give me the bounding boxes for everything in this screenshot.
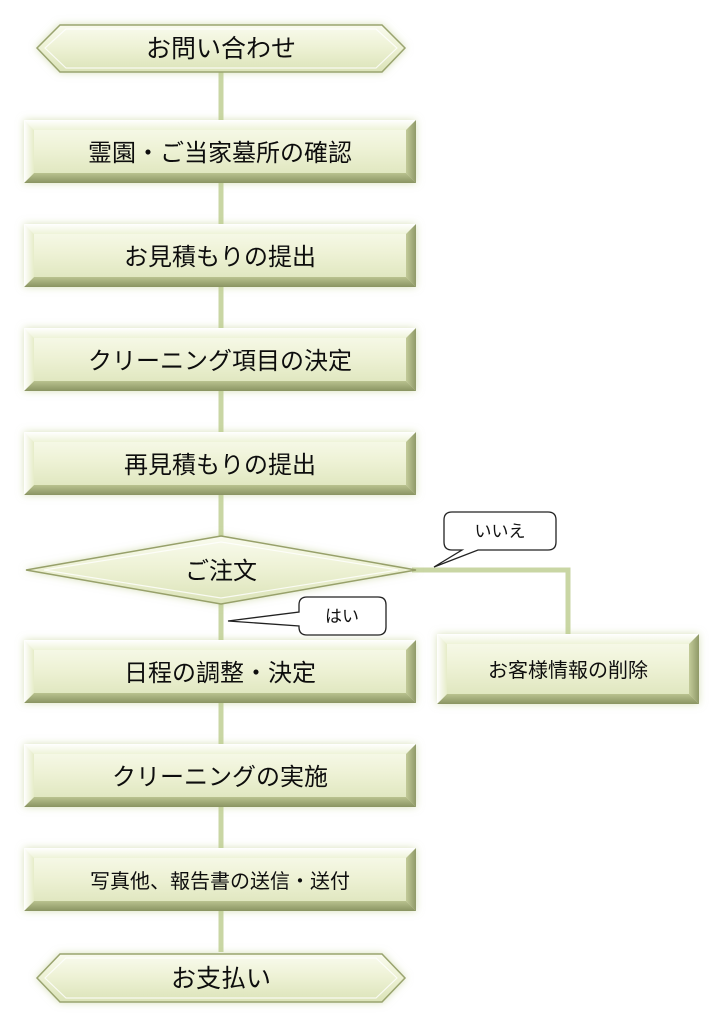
process-box-no-step: お客様情報の削除	[437, 634, 699, 704]
no-label: いいえ	[475, 522, 526, 542]
callout-no: いいえ	[433, 511, 557, 568]
step5-label: 日程の調整・決定	[124, 659, 316, 687]
start-label: お問い合わせ	[146, 34, 296, 63]
decision-diamond: ご注文	[25, 535, 417, 605]
step7-label: 写真他、報告書の送信・送付	[90, 869, 350, 893]
process-box-step7: 写真他、報告書の送信・送付	[24, 848, 416, 911]
process-box-step4: 再見積もりの提出	[24, 432, 416, 495]
callout-yes: はい	[227, 596, 387, 636]
no-step-label: お客様情報の削除	[488, 658, 648, 682]
start-terminator: お問い合わせ	[35, 24, 407, 73]
step2-label: お見積もりの提出	[124, 243, 316, 271]
process-box-step3: クリーニング項目の決定	[24, 328, 416, 391]
step1-label: 霊園・ご当家墓所の確認	[88, 139, 352, 167]
connectors	[218, 72, 571, 952]
process-box-step2: お見積もりの提出	[24, 224, 416, 287]
process-box-step1: 霊園・ご当家墓所の確認	[24, 120, 416, 183]
decision-label: ご注文	[185, 557, 257, 585]
process-box-step6: クリーニングの実施	[24, 744, 416, 807]
end-terminator: お支払い	[35, 953, 407, 1003]
step3-label: クリーニング項目の決定	[88, 347, 352, 375]
step4-label: 再見積もりの提出	[124, 451, 316, 479]
process-box-step5: 日程の調整・決定	[24, 640, 416, 703]
step6-label: クリーニングの実施	[112, 763, 328, 791]
connector-decision-no	[412, 567, 571, 634]
yes-label: はい	[325, 607, 359, 627]
end-label: お支払い	[171, 964, 271, 993]
